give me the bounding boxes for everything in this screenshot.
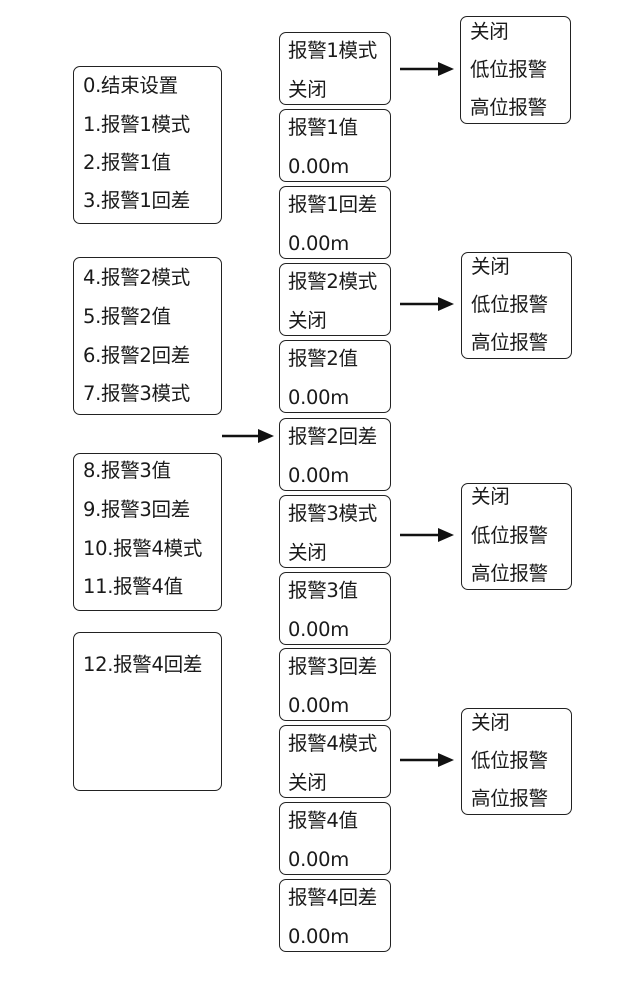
param-value: 0.00m <box>288 232 349 255</box>
param-name: 报警4值 <box>288 809 358 832</box>
menu-item[interactable]: 9.报警3回差 <box>83 498 190 521</box>
menu-item[interactable]: 4.报警2模式 <box>83 266 190 289</box>
mode-option[interactable]: 关闭 <box>471 255 510 278</box>
param-box-alarm4-value[interactable]: 报警4值 0.00m <box>279 802 391 875</box>
param-box-alarm3-hysteresis[interactable]: 报警3回差 0.00m <box>279 648 391 721</box>
mode-option[interactable]: 关闭 <box>471 711 510 734</box>
mode-option[interactable]: 高位报警 <box>471 562 548 585</box>
arrow-right-icon <box>400 62 454 76</box>
param-name: 报警2模式 <box>288 270 377 293</box>
param-box-alarm3-value[interactable]: 报警3值 0.00m <box>279 572 391 645</box>
menu-item[interactable]: 0.结束设置 <box>83 74 178 97</box>
mode-options-alarm2: 关闭 低位报警 高位报警 <box>461 252 572 359</box>
param-name: 报警1模式 <box>288 39 377 62</box>
menu-item[interactable]: 5.报警2值 <box>83 305 171 328</box>
menu-group-2: 4.报警2模式 5.报警2值 6.报警2回差 7.报警3模式 <box>73 257 222 415</box>
param-name: 报警2值 <box>288 347 358 370</box>
param-value: 关闭 <box>288 78 327 101</box>
param-box-alarm3-mode[interactable]: 报警3模式 关闭 <box>279 495 391 568</box>
param-box-alarm2-hysteresis[interactable]: 报警2回差 0.00m <box>279 418 391 491</box>
menu-item[interactable]: 2.报警1值 <box>83 151 171 174</box>
param-value: 0.00m <box>288 925 349 948</box>
mode-options-alarm1: 关闭 低位报警 高位报警 <box>460 16 571 124</box>
param-value: 0.00m <box>288 386 349 409</box>
menu-item[interactable]: 12.报警4回差 <box>83 653 203 676</box>
menu-item[interactable]: 6.报警2回差 <box>83 344 190 367</box>
menu-item[interactable]: 11.报警4值 <box>83 575 183 598</box>
menu-item[interactable]: 10.报警4模式 <box>83 537 203 560</box>
mode-option[interactable]: 低位报警 <box>471 524 548 547</box>
menu-item[interactable]: 3.报警1回差 <box>83 189 190 212</box>
param-name: 报警3值 <box>288 579 358 602</box>
menu-group-1: 0.结束设置 1.报警1模式 2.报警1值 3.报警1回差 <box>73 66 222 224</box>
param-value: 0.00m <box>288 694 349 717</box>
arrow-right-icon <box>400 753 454 767</box>
mode-option[interactable]: 高位报警 <box>471 331 548 354</box>
param-name: 报警3回差 <box>288 655 377 678</box>
mode-option[interactable]: 高位报警 <box>471 787 548 810</box>
param-value: 关闭 <box>288 771 327 794</box>
param-name: 报警1值 <box>288 116 358 139</box>
param-name: 报警3模式 <box>288 502 377 525</box>
param-box-alarm1-value[interactable]: 报警1值 0.00m <box>279 109 391 182</box>
arrow-right-icon <box>222 429 274 443</box>
arrow-right-icon <box>400 297 454 311</box>
param-box-alarm1-hysteresis[interactable]: 报警1回差 0.00m <box>279 186 391 259</box>
param-box-alarm2-value[interactable]: 报警2值 0.00m <box>279 340 391 413</box>
param-name: 报警2回差 <box>288 425 377 448</box>
param-value: 0.00m <box>288 848 349 871</box>
param-value: 0.00m <box>288 155 349 178</box>
menu-group-4: 12.报警4回差 <box>73 632 222 791</box>
param-name: 报警4回差 <box>288 886 377 909</box>
menu-item[interactable]: 7.报警3模式 <box>83 382 190 405</box>
param-name: 报警4模式 <box>288 732 377 755</box>
mode-option[interactable]: 关闭 <box>471 485 510 508</box>
mode-option[interactable]: 低位报警 <box>471 749 548 772</box>
mode-option[interactable]: 高位报警 <box>470 96 547 119</box>
param-name: 报警1回差 <box>288 193 377 216</box>
mode-options-alarm4: 关闭 低位报警 高位报警 <box>461 708 572 815</box>
mode-options-alarm3: 关闭 低位报警 高位报警 <box>461 483 572 590</box>
param-box-alarm1-mode[interactable]: 报警1模式 关闭 <box>279 32 391 105</box>
param-value: 0.00m <box>288 464 349 487</box>
menu-item[interactable]: 1.报警1模式 <box>83 113 190 136</box>
param-box-alarm4-hysteresis[interactable]: 报警4回差 0.00m <box>279 879 391 952</box>
mode-option[interactable]: 低位报警 <box>471 293 548 316</box>
menu-group-3: 8.报警3值 9.报警3回差 10.报警4模式 11.报警4值 <box>73 453 222 611</box>
mode-option[interactable]: 关闭 <box>470 20 509 43</box>
arrow-right-icon <box>400 528 454 542</box>
param-value: 关闭 <box>288 541 327 564</box>
param-value: 0.00m <box>288 618 349 641</box>
param-box-alarm4-mode[interactable]: 报警4模式 关闭 <box>279 725 391 798</box>
menu-item[interactable]: 8.报警3值 <box>83 459 171 482</box>
param-value: 关闭 <box>288 309 327 332</box>
mode-option[interactable]: 低位报警 <box>470 58 547 81</box>
param-box-alarm2-mode[interactable]: 报警2模式 关闭 <box>279 263 391 336</box>
